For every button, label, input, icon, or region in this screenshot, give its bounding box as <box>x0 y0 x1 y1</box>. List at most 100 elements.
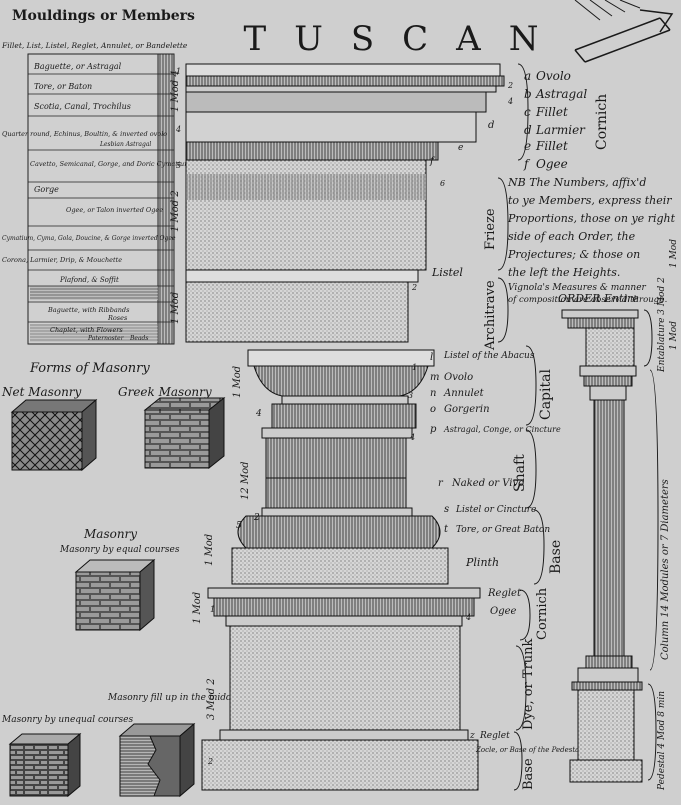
masonry-equal-label-1: Masonry <box>83 527 137 541</box>
masonry-greek-label: Greek Masonry <box>118 385 212 399</box>
order-entire-heading: ORDER Entire <box>558 292 639 305</box>
cornice-letter-d: d <box>524 123 532 137</box>
order-pedestal-label: Pedestal 4 Mod 8 min <box>657 691 667 791</box>
left-measure-frieze: 1 Mod 2 <box>170 190 181 232</box>
left-measure-pedestal-trunk: 3 Mod 2 <box>206 678 217 720</box>
pedestal-trunk-label: Dye, or Trunk <box>521 638 536 730</box>
cornice-name-astragal: Astragal <box>535 87 587 101</box>
capital-astragal-label: Astragal, Conge, or Cincture <box>443 425 561 434</box>
masonry-equal-label: Masonry by equal courses <box>59 545 180 555</box>
capital-name-abacus: Listel of the Abacus <box>443 351 535 361</box>
proportion-10: 3 <box>408 391 413 400</box>
pedestal-ogee-label: Ogee <box>490 606 517 617</box>
drawing-letter-d: d <box>488 120 494 131</box>
unequal-masonry-block <box>8 732 82 798</box>
moulding-item-0: Baguette, or Astragal <box>33 62 122 71</box>
shaft-letter-r: r <box>438 478 444 489</box>
cornice-letter-b: b <box>524 87 532 101</box>
mouldings-heading: Mouldings or Members <box>12 8 195 24</box>
nb-note-line-5: the left the Heights. <box>508 266 620 279</box>
shaft <box>261 427 413 509</box>
proportion-8: 4 <box>255 409 262 419</box>
equal-masonry-block <box>74 558 156 632</box>
capital-letter-p: p <box>430 424 437 435</box>
shaft-section-label: Shaft <box>512 454 528 492</box>
nb-note-line-1: to ye Members, express their <box>508 194 672 207</box>
left-measure-pedestal-cornice: 1 Mod <box>192 592 203 624</box>
section-braces <box>497 63 545 791</box>
left-measure-architrave: 1 Mod <box>170 292 181 324</box>
base-section-label: Base <box>548 540 564 574</box>
base-listel-label: Listel or Cincture <box>455 505 536 515</box>
architrave <box>185 269 419 343</box>
drawing-letter-f: f <box>429 156 436 167</box>
left-measure-shaft: 12 Mod <box>240 461 251 500</box>
moulding-item-6: Gorge <box>34 185 59 194</box>
net-masonry-block <box>10 398 98 472</box>
base-plinth-label: Plinth <box>465 556 499 569</box>
moulding-item-1: Tore, or Baton <box>34 82 92 91</box>
proportion-9: 4 <box>409 433 415 442</box>
nb-note-line-2: Proportions, those on ye right <box>507 212 676 225</box>
fill-masonry-block <box>118 722 196 798</box>
moulding-item-12: Roses <box>107 314 128 322</box>
base-tore-label: Tore, or Great Baton <box>456 525 550 535</box>
moulding-item-11: Baguette, with Ribbands <box>47 306 130 314</box>
masonry-heading: Forms of Masonry <box>29 361 150 376</box>
cornice-letter-a: a <box>524 69 531 83</box>
moulding-item-4: Lesbian Astragal <box>99 141 151 148</box>
moulding-item-7: Ogee, or Talon inverted Ogee <box>66 206 163 214</box>
order-column-label: Column 14 Modules or 7 Diameters <box>660 479 671 660</box>
frieze-shadow <box>186 174 426 200</box>
cornice-name-larmier: Larmier <box>535 123 586 137</box>
proportion-3: 4 <box>507 97 513 106</box>
pedestal-base-label: Base <box>521 758 536 790</box>
frieze-label: Frieze <box>483 208 498 250</box>
column-base <box>231 507 449 585</box>
proportion-15: 1 <box>210 605 215 614</box>
cornice-section-label: Cornich <box>594 94 610 150</box>
moulding-item-13: Chaplet, with Flowers <box>50 326 123 334</box>
pedestal <box>201 587 481 791</box>
nb-note-line-4: Projectures; & those on <box>507 248 640 261</box>
moulding-item-10: Plafond, & Soffit <box>59 276 119 284</box>
pedestal-reglet-label: Reglet <box>487 588 522 599</box>
pedestal-letter-z: z <box>469 731 475 741</box>
nb-note-line-3: side of each Order, the <box>508 230 636 243</box>
order-entire-column <box>561 309 643 783</box>
cornice-name-ovolo: Ovolo <box>536 69 571 83</box>
proportion-14: 5 <box>236 521 242 531</box>
proportion-11: 1 <box>412 363 417 372</box>
arrow-feather-icon <box>574 0 641 21</box>
mouldings-table <box>27 53 175 345</box>
capital <box>247 349 435 429</box>
capital-section-label: Capital <box>538 369 554 420</box>
proportion-12: 2 <box>253 513 260 523</box>
masonry-net-label: Net Masonry <box>1 385 82 399</box>
order-side-mark: 1 Mod <box>669 239 679 268</box>
moulding-item-9: Corona, Larmier, Drip, & Mouchette <box>2 256 122 264</box>
pedestal-zocle-label: Zocle, or Base of the Pedestal <box>475 746 582 754</box>
proportion-6: 6 <box>440 179 445 188</box>
cornice-letter-f: f <box>523 157 531 171</box>
architrave-label: Architrave <box>483 280 498 351</box>
left-measure-capital: 1 Mod <box>232 366 243 398</box>
listel-label: Listel <box>431 266 463 279</box>
moulding-item-14: Paternoster <box>87 335 125 342</box>
proportion-numbers: 1 2 4 4 5 6 2 4 4 3 1 2 4 5 1 2 <box>175 67 513 766</box>
nb-note-line-7: of composition are observ'd through. <box>508 295 667 305</box>
order-entire-braces <box>643 309 659 781</box>
moulding-item-8: Cymatium, Cyma, Gola, Doucine, & Gorge i… <box>2 235 176 242</box>
proportion-13: 4 <box>465 613 471 622</box>
capital-letter-m: m <box>430 372 439 383</box>
proportion-16: 2 <box>207 757 213 766</box>
proportion-1: 1 <box>176 67 181 76</box>
moulding-item-3: Quarter round, Echinus, Boultin, & inver… <box>2 130 167 138</box>
left-measure-base: 1 Mod <box>204 534 215 566</box>
cornice-letter-e: e <box>524 139 531 153</box>
capital-name-gorgerin: Gorgerin <box>444 404 490 415</box>
proportion-7: 2 <box>411 283 417 292</box>
drawing-letter-e: e <box>458 143 463 153</box>
proportion-4: 4 <box>175 125 181 134</box>
pedestal-base-reglet-label: Reglet <box>479 731 510 741</box>
